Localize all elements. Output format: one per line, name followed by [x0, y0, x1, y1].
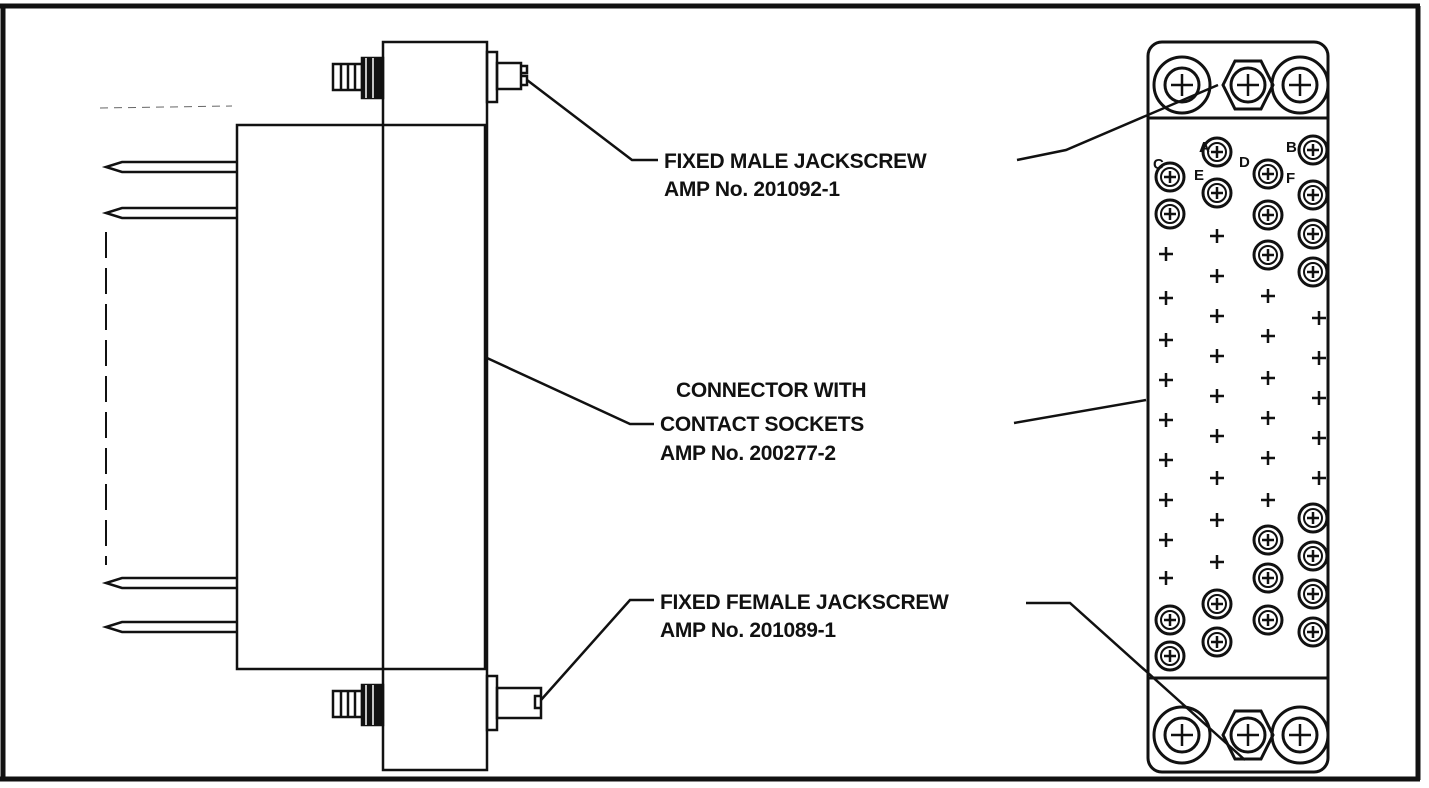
empty-cavity-plus-icon	[1210, 349, 1224, 363]
empty-cavity-plus-icon	[1261, 493, 1275, 507]
empty-cavity-plus-icon	[1312, 471, 1326, 485]
pin-label-b: B	[1286, 139, 1297, 156]
empty-cavity-plus-icon	[1261, 329, 1275, 343]
female-jackscrew-part-number: AMP No. 201089-1	[660, 619, 836, 642]
connector-flange	[381, 40, 489, 772]
contact-socket-icon	[1297, 540, 1329, 572]
pin-label-a: A	[1199, 139, 1210, 156]
leader-connector-right	[1013, 398, 1147, 425]
hex-nut-icon	[1221, 59, 1275, 111]
contact-socket-icon	[1154, 604, 1186, 636]
empty-cavity-plus-icon	[1159, 493, 1173, 507]
male-jackscrew-part-number: AMP No. 201092-1	[664, 178, 840, 201]
contact-socket-icon	[1297, 218, 1329, 250]
callout-male-jackscrew: FIXED MALE JACKSCREW AMP No. 201092-1	[664, 150, 927, 201]
empty-cavity-plus-icon	[1210, 269, 1224, 283]
leader-lines	[486, 79, 1246, 761]
contact-pins	[101, 160, 237, 634]
callout-female-jackscrew: FIXED FEMALE JACKSCREW AMP No. 201089-1	[660, 591, 949, 642]
contact-socket-icon	[1252, 524, 1284, 556]
top-screw-knob	[331, 56, 385, 100]
empty-cavity-plus-icon	[1210, 389, 1224, 403]
empty-cavity-plus-icon	[1312, 311, 1326, 325]
contact-socket-icon	[1252, 158, 1284, 190]
female-jackscrew-name: FIXED FEMALE JACKSCREW	[660, 591, 949, 614]
contact-socket-icon	[1154, 198, 1186, 230]
bottom-mounting-hardware	[1152, 705, 1330, 765]
contact-socket-icon	[1252, 199, 1284, 231]
empty-cavity-plus-icon	[1159, 533, 1173, 547]
contact-socket-icon	[1154, 640, 1186, 672]
empty-cavity-plus-icon	[1159, 333, 1173, 347]
empty-cavity-plus-icon	[1210, 309, 1224, 323]
contact-socket-icon	[1297, 179, 1329, 211]
empty-cavity-plus-icon	[1210, 429, 1224, 443]
empty-cavity-plus-icon	[1312, 431, 1326, 445]
leader-female-left	[540, 598, 654, 701]
connector-front-view	[1146, 40, 1330, 774]
empty-cavity-plus-icon	[1159, 413, 1173, 427]
front-face-outline	[1146, 40, 1330, 774]
empty-cavity-plus-icon	[1261, 371, 1275, 385]
empty-cavity-plus-icon	[1261, 411, 1275, 425]
empty-cavity-plus-icon	[1210, 555, 1224, 569]
leader-male-right	[1016, 83, 1219, 162]
connector-name-line1: CONNECTOR WITH	[676, 379, 866, 402]
male-jackscrew-side	[485, 50, 529, 104]
male-jackscrew-name: FIXED MALE JACKSCREW	[664, 150, 927, 173]
contact-socket-icon	[1201, 626, 1233, 658]
bottom-screw-knob	[331, 683, 385, 727]
connector-name-line2: CONTACT SOCKETS	[660, 413, 864, 436]
pin-label-e: E	[1194, 167, 1204, 184]
top-mounting-hardware	[1152, 55, 1330, 115]
pin-label-f: F	[1286, 170, 1295, 187]
connector-body	[235, 123, 487, 671]
empty-cavity-plus-icon	[1261, 451, 1275, 465]
connector-side-view	[99, 40, 543, 772]
contact-socket-icon	[1297, 502, 1329, 534]
empty-cavity-plus-icon	[1312, 351, 1326, 365]
hex-nut-icon	[1221, 709, 1275, 761]
pin-letter-labels: A B C D E F	[1153, 139, 1297, 187]
leader-female-right	[1026, 601, 1246, 761]
empty-cavity-plus-icon	[1261, 289, 1275, 303]
contact-socket-icon	[1252, 239, 1284, 271]
empty-cavity-plus-icon	[1210, 471, 1224, 485]
empty-cavity-plus-icon	[1159, 291, 1173, 305]
contact-socket-icon	[1297, 578, 1329, 610]
empty-cavity-plus-icon	[1312, 391, 1326, 405]
empty-cavity-plus-icon	[1159, 453, 1173, 467]
connector-part-number: AMP No. 200277-2	[660, 442, 836, 465]
mounting-screw-icon	[1152, 55, 1212, 115]
mounting-screw-icon	[1270, 55, 1330, 115]
contact-socket-icon	[1201, 588, 1233, 620]
contact-socket-icon	[1201, 177, 1233, 209]
contact-socket-icon	[1252, 562, 1284, 594]
pin-label-d: D	[1239, 154, 1250, 171]
empty-cavity-plus-icon	[1159, 571, 1173, 585]
contact-socket-grid	[1154, 134, 1329, 672]
empty-cavity-plus-icon	[1159, 373, 1173, 387]
contact-socket-icon	[1154, 161, 1186, 193]
callout-connector: CONNECTOR WITH CONTACT SOCKETS AMP No. 2…	[660, 379, 867, 465]
contact-socket-icon	[1201, 136, 1233, 168]
hidden-line-top	[99, 105, 233, 109]
drawing-border	[0, 3, 1421, 782]
contact-socket-icon	[1297, 256, 1329, 288]
empty-cavity-plus-icon	[1210, 513, 1224, 527]
empty-cavity-plus-icon	[1210, 229, 1224, 243]
contact-socket-icon	[1297, 134, 1329, 166]
mounting-screw-icon	[1152, 705, 1212, 765]
pin-label-c: C	[1153, 156, 1164, 173]
contact-socket-icon	[1252, 604, 1284, 636]
empty-cavity-plus-icon	[1159, 247, 1173, 261]
leader-connector-left	[486, 356, 654, 426]
contact-socket-icon	[1297, 616, 1329, 648]
leader-male-left	[526, 79, 658, 162]
female-jackscrew-side	[485, 674, 543, 732]
mounting-screw-icon	[1270, 705, 1330, 765]
